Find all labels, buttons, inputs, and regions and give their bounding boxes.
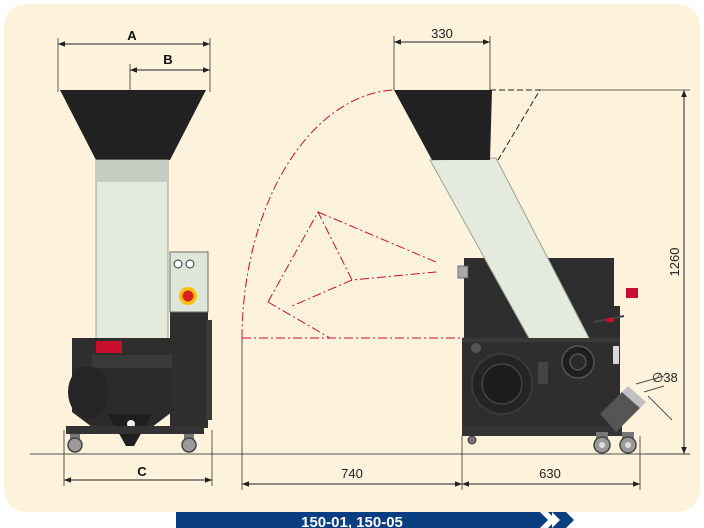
side-upper-edge — [462, 338, 620, 342]
front-red-tab — [96, 341, 122, 353]
front-wheel-left — [67, 434, 83, 453]
front-base-frame — [66, 426, 204, 434]
swing-hopper-arm — [291, 279, 353, 307]
switch-icon — [173, 259, 183, 269]
dimension-height: 1260 — [540, 89, 690, 455]
front-side-housing — [170, 300, 208, 428]
model-banner-fill — [176, 512, 552, 528]
side-indicator — [613, 346, 619, 364]
front-housing-stripe — [206, 320, 212, 420]
front-view — [60, 90, 212, 453]
front-wheel-right — [181, 434, 197, 453]
swing-arc — [241, 89, 393, 339]
front-motor — [68, 366, 108, 418]
dimension-c: C — [63, 430, 213, 486]
dimension-hopper-width: 330 — [393, 26, 491, 90]
switch-icon — [185, 259, 195, 269]
dimension-a-label: A — [127, 28, 137, 43]
side-base-frame — [462, 426, 622, 436]
side-lever-mark — [606, 318, 614, 322]
dimension-c-label: C — [137, 464, 147, 479]
side-wheel-left — [467, 435, 477, 445]
front-chute-top — [96, 160, 168, 182]
emergency-stop-button-icon — [182, 290, 194, 302]
side-wheel-right-1 — [593, 432, 611, 454]
side-outlet-pipe — [600, 392, 640, 432]
dimension-b: B — [129, 52, 210, 92]
dimension-front-clearance: 740 — [241, 338, 463, 490]
side-small-panel — [538, 362, 548, 384]
model-banner: 150-01, 150-05 — [176, 512, 574, 528]
dimension-front-clearance-label: 740 — [341, 466, 363, 481]
side-view — [394, 90, 646, 454]
dimension-base-depth: 630 — [462, 436, 641, 490]
swing-hopper-side — [317, 211, 437, 263]
swing-hopper-diag — [267, 301, 331, 339]
dimension-hopper-width-label: 330 — [431, 26, 453, 41]
swing-hopper-outline — [267, 210, 437, 303]
side-hopper — [394, 90, 492, 160]
model-banner-tip — [552, 512, 574, 528]
side-wheel-right-2 — [619, 432, 637, 454]
dimension-height-label: 1260 — [667, 248, 682, 277]
dimension-b-label: B — [163, 52, 172, 67]
model-banner-text: 150-01, 150-05 — [301, 514, 403, 528]
dimension-outlet-diameter: ∅38 — [635, 370, 678, 421]
side-outlet-tip — [622, 386, 646, 408]
dimension-outlet-diameter-label: ∅38 — [652, 370, 678, 385]
dimension-a: A — [57, 28, 211, 92]
model-banner-chevron — [540, 512, 556, 528]
front-hopper — [60, 90, 206, 160]
side-knob — [457, 265, 469, 279]
side-red-handle — [626, 288, 638, 298]
dimension-base-depth-label: 630 — [539, 466, 561, 481]
side-rotor-hub — [569, 353, 587, 371]
side-motor-bolt-icon — [471, 343, 481, 353]
side-motor-face — [481, 363, 523, 405]
front-chute — [95, 159, 169, 341]
